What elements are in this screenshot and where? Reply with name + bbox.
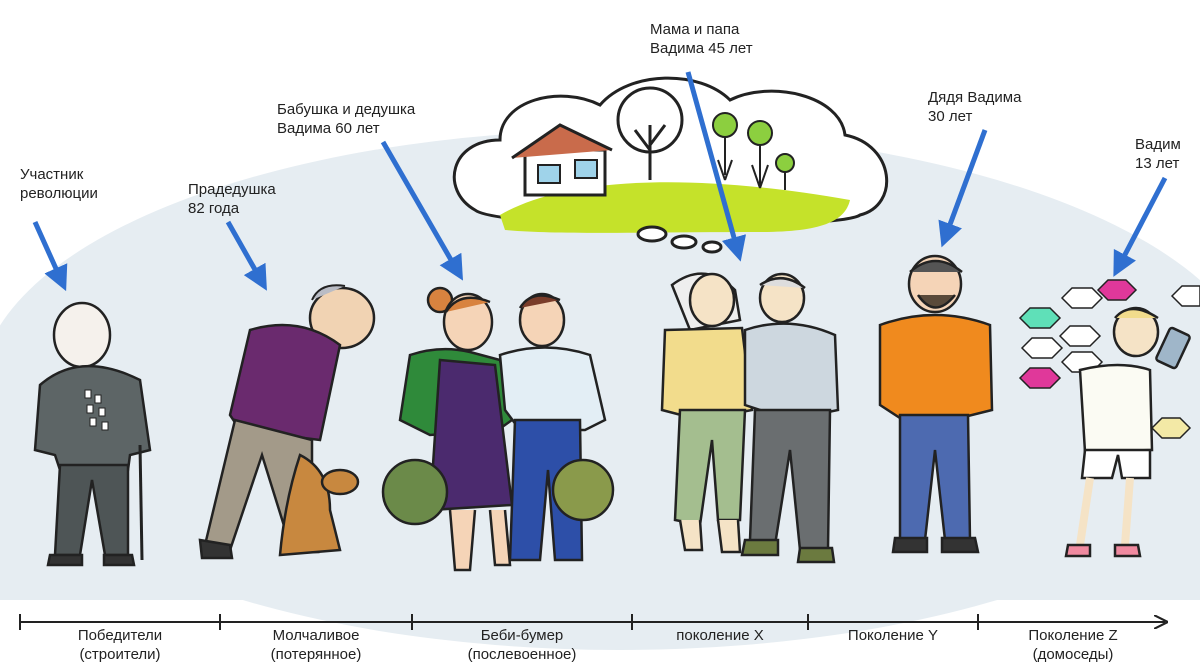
great-grandfather-figure bbox=[198, 284, 376, 560]
arrow-vadim bbox=[1113, 176, 1168, 277]
generation-baby-boomer: Беби-бумер (послевоенное) bbox=[467, 627, 577, 663]
label-great-grandfather: Прадедушка 82 года bbox=[188, 181, 276, 217]
timeline bbox=[19, 614, 1165, 630]
generation-victors: Победители (строители) bbox=[77, 627, 163, 663]
father-figure bbox=[740, 272, 840, 564]
generation-x: поколение X bbox=[676, 627, 764, 644]
veteran-figure bbox=[33, 301, 152, 567]
grandfather-figure bbox=[498, 292, 615, 562]
label-uncle: Дядя Вадима 30 лет bbox=[928, 89, 1022, 125]
label-vadim: Вадим 13 лет bbox=[1135, 136, 1181, 172]
label-parents: Мама и папа Вадима 45 лет bbox=[650, 21, 753, 57]
arrow-revolution bbox=[32, 220, 68, 292]
arrow-uncle bbox=[938, 129, 988, 248]
mother-figure bbox=[660, 272, 754, 554]
generation-y: Поколение Y bbox=[847, 627, 939, 644]
arrows bbox=[32, 71, 1168, 292]
thought-cloud bbox=[452, 76, 889, 254]
arrow-parents bbox=[685, 71, 747, 262]
uncle-figure bbox=[878, 254, 994, 554]
arrow-great-grandfather bbox=[225, 220, 267, 291]
generation-silent: Молчаливое (потерянное) bbox=[270, 627, 362, 663]
label-grandparents: Бабушка и дедушка Вадима 60 лет bbox=[277, 101, 416, 137]
vadim-figure bbox=[1064, 306, 1191, 558]
label-revolution-participant: Участник революции bbox=[20, 166, 98, 202]
hexagon-cluster bbox=[1018, 279, 1200, 439]
generation-z: Поколение Z (домоседы) bbox=[1028, 627, 1118, 663]
arrow-grandparents bbox=[380, 140, 463, 281]
